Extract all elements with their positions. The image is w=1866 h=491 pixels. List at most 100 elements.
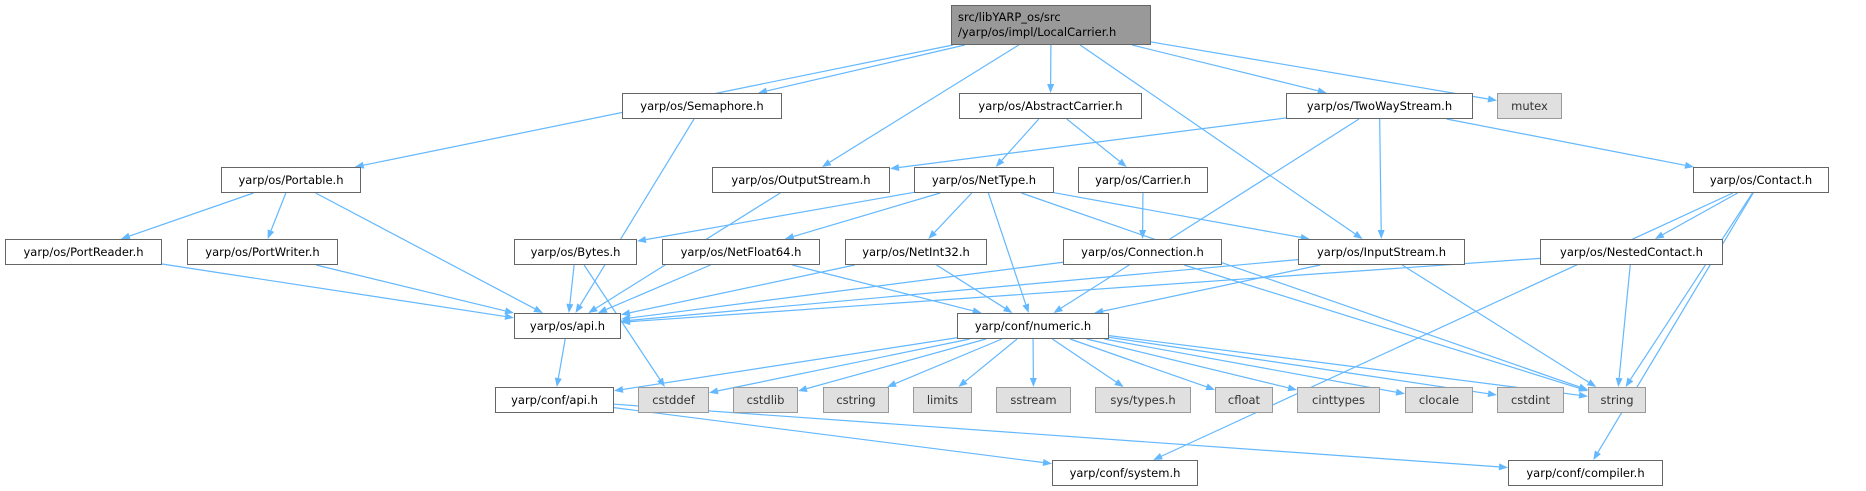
edge-line bbox=[1102, 264, 1321, 312]
edge-line bbox=[766, 44, 965, 92]
edge-nettype-to-inputstream bbox=[1053, 192, 1310, 241]
node-limits: limits bbox=[913, 387, 972, 413]
arrowhead-icon bbox=[1578, 391, 1588, 399]
edge-line bbox=[1662, 192, 1738, 236]
edge-contact-to-system bbox=[1153, 192, 1734, 460]
edge-line bbox=[1597, 192, 1754, 453]
edge-line bbox=[1051, 338, 1117, 383]
edge-nestedcontact-to-osapi bbox=[621, 257, 1541, 326]
edge-netfloat64-to-numeric bbox=[792, 264, 982, 315]
arrowhead-icon bbox=[709, 387, 719, 395]
arrowhead-icon bbox=[784, 233, 795, 240]
edge-contact-to-nestedcontact bbox=[1654, 192, 1738, 239]
edge-line bbox=[645, 191, 915, 241]
edge-root-to-abstractcarrier bbox=[1047, 44, 1055, 93]
arrowhead-icon bbox=[614, 385, 624, 393]
arrowhead-icon bbox=[1053, 305, 1063, 313]
edge-numeric-to-cstdlib bbox=[798, 338, 987, 392]
edge-line bbox=[629, 258, 1299, 321]
node-netint32[interactable]: yarp/os/NetInt32.h bbox=[845, 239, 987, 265]
node-nestedcontact[interactable]: yarp/os/NestedContact.h bbox=[1540, 239, 1723, 265]
node-cstdlib: cstdlib bbox=[733, 387, 798, 413]
node-systypes: sys/types.h bbox=[1095, 387, 1191, 413]
node-portable[interactable]: yarp/os/Portable.h bbox=[221, 167, 361, 193]
edge-line bbox=[898, 117, 1287, 169]
edge-line bbox=[1161, 192, 1734, 457]
node-twowaystream[interactable]: yarp/os/TwoWayStream.h bbox=[1286, 93, 1473, 119]
node-nettype[interactable]: yarp/os/NetType.h bbox=[914, 167, 1054, 193]
node-string: string bbox=[1588, 387, 1646, 413]
arrowhead-icon bbox=[1593, 450, 1601, 460]
node-cstddef: cstddef bbox=[638, 387, 709, 413]
arrowhead-icon bbox=[1684, 161, 1694, 169]
edge-line bbox=[1184, 264, 1580, 389]
edge-line bbox=[793, 192, 941, 238]
edge-line bbox=[1401, 264, 1590, 383]
node-system[interactable]: yarp/conf/system.h bbox=[1052, 460, 1198, 486]
edge-root-to-mutex bbox=[1150, 41, 1497, 103]
arrowhead-icon bbox=[575, 303, 584, 313]
node-bytes[interactable]: yarp/os/Bytes.h bbox=[514, 239, 637, 265]
edge-line bbox=[270, 192, 287, 231]
node-osapi[interactable]: yarp/os/api.h bbox=[514, 313, 621, 339]
edge-line bbox=[1060, 118, 1360, 309]
node-connection[interactable]: yarp/os/Connection.h bbox=[1063, 239, 1222, 265]
edge-portable-to-portwriter bbox=[267, 192, 287, 239]
edge-line bbox=[1086, 338, 1289, 389]
arrowhead-icon bbox=[588, 305, 598, 313]
node-inputstream[interactable]: yarp/os/InputStream.h bbox=[1298, 239, 1465, 265]
node-semaphore[interactable]: yarp/os/Semaphore.h bbox=[622, 93, 782, 119]
edge-line bbox=[613, 407, 1044, 464]
arrowhead-icon bbox=[621, 309, 631, 317]
arrowhead-icon bbox=[972, 307, 982, 315]
arrowhead-icon bbox=[1022, 303, 1030, 313]
edge-line bbox=[717, 338, 970, 392]
edge-nettype-to-bytes bbox=[637, 191, 915, 244]
arrowhead-icon bbox=[1586, 379, 1597, 387]
arrowhead-icon bbox=[1114, 379, 1124, 387]
node-contact[interactable]: yarp/os/Contact.h bbox=[1693, 167, 1829, 193]
edge-root-to-outputstream bbox=[821, 44, 1020, 167]
arrowhead-icon bbox=[1353, 231, 1363, 239]
arrowhead-icon bbox=[621, 318, 631, 326]
node-confapi[interactable]: yarp/conf/api.h bbox=[495, 387, 614, 413]
arrowhead-icon bbox=[928, 230, 938, 239]
arrowhead-icon bbox=[267, 229, 275, 239]
node-compiler[interactable]: yarp/conf/compiler.h bbox=[1508, 460, 1663, 486]
node-portreader[interactable]: yarp/os/PortReader.h bbox=[5, 239, 162, 265]
edge-bytes-to-osapi bbox=[566, 264, 575, 313]
arrowhead-icon bbox=[1578, 384, 1588, 392]
arrowhead-icon bbox=[1139, 229, 1147, 239]
node-portwriter[interactable]: yarp/os/PortWriter.h bbox=[187, 239, 338, 265]
root-node-localcarrier: src/libYARP_os/src /yarp/os/impl/LocalCa… bbox=[951, 5, 1151, 45]
edge-line bbox=[315, 192, 536, 310]
node-numeric[interactable]: yarp/conf/numeric.h bbox=[957, 313, 1109, 339]
arrowhead-icon bbox=[1287, 384, 1297, 392]
edge-numeric-to-cstddef bbox=[709, 338, 970, 395]
edge-numeric-to-confapi bbox=[614, 337, 958, 393]
arrowhead-icon bbox=[890, 164, 900, 171]
edge-connection-to-string bbox=[1184, 264, 1588, 392]
edge-netint32-to-numeric bbox=[936, 264, 1013, 313]
node-outputstream[interactable]: yarp/os/OutputStream.h bbox=[712, 167, 890, 193]
edge-line bbox=[161, 263, 506, 318]
edge-line bbox=[964, 338, 1018, 382]
edge-line bbox=[829, 44, 1020, 163]
node-netfloat64[interactable]: yarp/os/NetFloat64.h bbox=[662, 239, 820, 265]
arrowhead-icon bbox=[798, 385, 808, 392]
arrowhead-icon bbox=[120, 232, 131, 240]
edge-line bbox=[613, 403, 1500, 468]
edge-netfloat64-to-osapi bbox=[597, 264, 711, 313]
edge-numeric-to-cstring bbox=[887, 338, 1003, 387]
edge-line bbox=[569, 264, 575, 305]
arrowhead-icon bbox=[821, 159, 832, 167]
arrowhead-icon bbox=[1042, 459, 1052, 466]
arrowhead-icon bbox=[533, 305, 543, 313]
node-mutex: mutex bbox=[1497, 93, 1562, 119]
edge-numeric-to-sstream bbox=[1029, 338, 1037, 387]
node-abstractcarrier[interactable]: yarp/os/AbstractCarrier.h bbox=[959, 93, 1142, 119]
root-label-line2: /yarp/os/impl/LocalCarrier.h bbox=[958, 25, 1117, 39]
node-carrier[interactable]: yarp/os/Carrier.h bbox=[1078, 167, 1208, 193]
edge-line bbox=[579, 118, 695, 306]
arrowhead-icon bbox=[1117, 158, 1127, 167]
